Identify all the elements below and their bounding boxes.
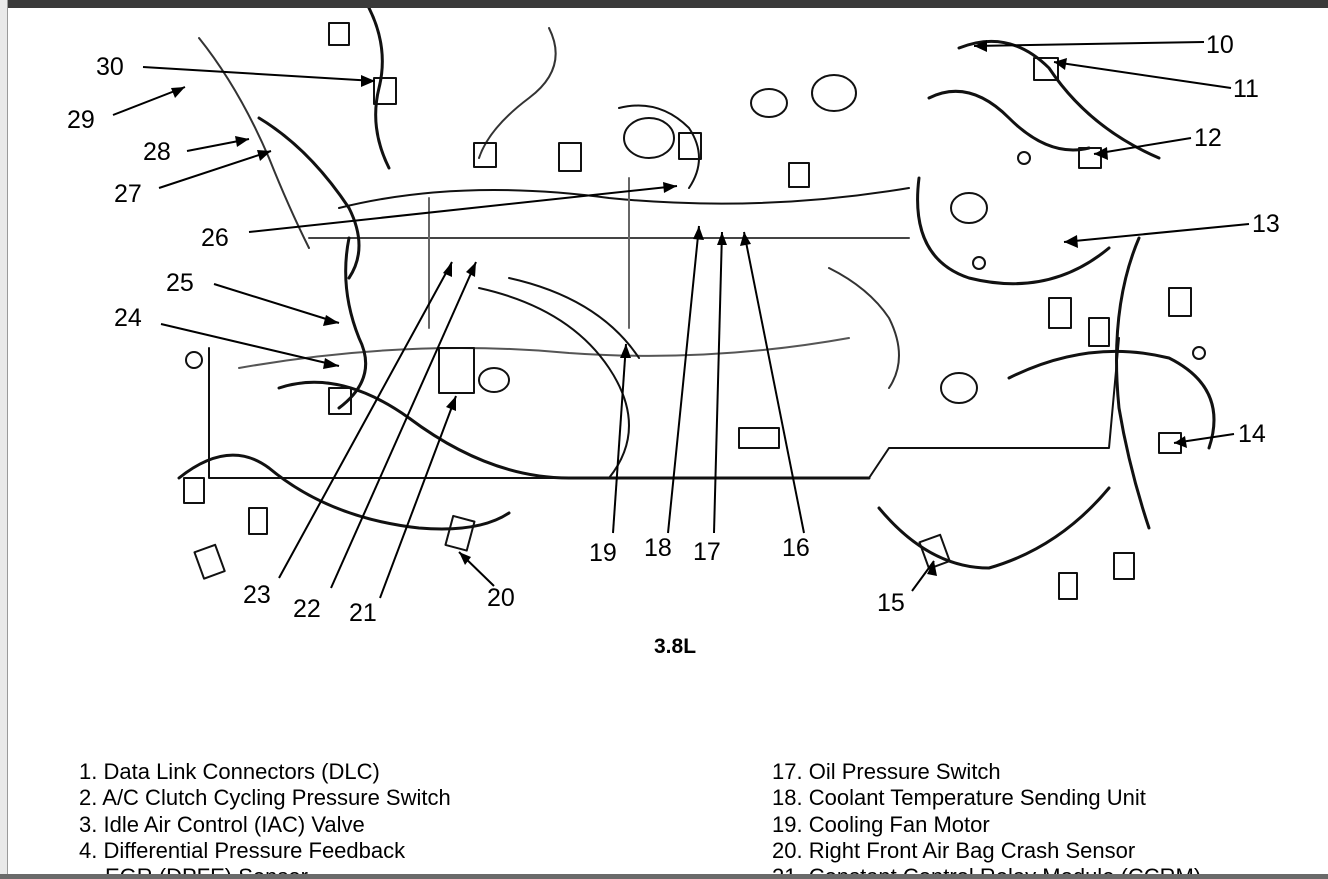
callout-arrowheads	[171, 40, 1187, 576]
legend-item: 17. Oil Pressure Switch	[772, 759, 1201, 785]
legend-text: A/C Clutch Cycling Pressure Switch	[102, 785, 451, 811]
callout-18: 18	[644, 534, 672, 562]
callout-numbers: 10 11 12 13 14 15 16 17 18 19 20 21 22 2…	[67, 31, 1280, 627]
legend-item: 21. Constant Control Relay Module (CCRM)	[772, 864, 1201, 874]
callout-13: 13	[1252, 210, 1280, 238]
callout-30: 30	[96, 53, 124, 81]
legend-text: Oil Pressure Switch	[808, 759, 1001, 784]
callout-19: 19	[589, 539, 617, 567]
legend-number: 20.	[772, 837, 803, 863]
engine-size-label: 3.8L	[654, 635, 697, 658]
legend-item: 20. Right Front Air Bag Crash Sensor	[772, 838, 1201, 864]
callout-23: 23	[243, 581, 271, 609]
legend-text: Constant Control Relay Module (CCRM)	[809, 864, 1201, 874]
callout-14: 14	[1238, 420, 1266, 448]
viewer-left-border	[0, 0, 8, 879]
document-viewer[interactable]: 10 11 12 13 14 15 16 17 18 19 20 21 22 2…	[9, 8, 1328, 874]
legend-item: 3. Idle Air Control (IAC) Valve	[79, 812, 451, 838]
engine-drawing	[177, 8, 1216, 600]
callout-10: 10	[1206, 31, 1234, 59]
callout-25: 25	[166, 269, 194, 297]
legend-item: 18. Coolant Temperature Sending Unit	[772, 785, 1201, 811]
legend-number: 19.	[772, 811, 803, 837]
legend-number: 21.	[772, 864, 803, 874]
legend-text: EGR (DPFE) Sensor	[105, 864, 308, 874]
legend-item: 1. Data Link Connectors (DLC)	[79, 759, 451, 785]
callout-20: 20	[487, 584, 515, 612]
legend-item: 4. Differential Pressure Feedback	[79, 838, 451, 864]
callout-29: 29	[67, 106, 95, 134]
callout-11: 11	[1233, 75, 1259, 103]
legend-item: 19. Cooling Fan Motor	[772, 812, 1201, 838]
legend-number: 1.	[79, 759, 98, 784]
callout-17: 17	[693, 538, 721, 566]
legend-text: Data Link Connectors (DLC)	[103, 759, 380, 784]
callout-15: 15	[877, 589, 905, 617]
viewer-bottom-bar	[0, 874, 1328, 879]
callout-16: 16	[782, 534, 810, 562]
callout-27: 27	[114, 180, 142, 208]
legend-item: EGR (DPFE) Sensor	[79, 864, 451, 874]
callout-28: 28	[143, 138, 171, 166]
callout-26: 26	[201, 224, 229, 252]
callout-21: 21	[349, 599, 377, 627]
legend-number: 3.	[79, 811, 98, 837]
legend-number: 17.	[772, 759, 803, 784]
legend-number: 4.	[79, 837, 98, 863]
callout-24: 24	[114, 304, 142, 332]
legend-number: 18.	[772, 785, 803, 811]
callout-12: 12	[1194, 124, 1222, 152]
legend-item: 2. A/C Clutch Cycling Pressure Switch	[79, 785, 451, 811]
engine-wiring-diagram: 10 11 12 13 14 15 16 17 18 19 20 21 22 2…	[67, 8, 1280, 627]
legend-number: 2.	[79, 785, 98, 811]
legend-text: Right Front Air Bag Crash Sensor	[808, 837, 1136, 863]
legend-text: Coolant Temperature Sending Unit	[808, 785, 1146, 811]
legend-right-column: 17. Oil Pressure Switch 18. Coolant Temp…	[772, 759, 1201, 874]
legend-text: Idle Air Control (IAC) Valve	[103, 811, 365, 837]
legend-left-column: 1. Data Link Connectors (DLC) 2. A/C Clu…	[79, 759, 451, 874]
legend-text: Differential Pressure Feedback	[103, 837, 406, 863]
window-top-bar	[0, 0, 1328, 8]
callout-22: 22	[293, 595, 321, 623]
legend-text: Cooling Fan Motor	[808, 811, 990, 837]
callout-leaders	[112, 41, 1250, 599]
